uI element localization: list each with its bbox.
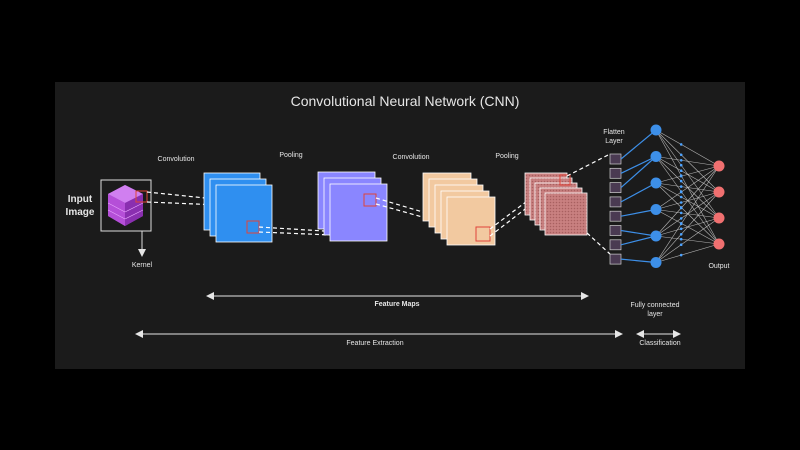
output-neuron <box>713 186 725 198</box>
fc-connection-point <box>679 217 683 220</box>
diagram-title: Convolutional Neural Network (CNN) <box>291 93 520 109</box>
output-neuron <box>713 238 725 250</box>
fc-label-line2: layer <box>647 311 663 318</box>
fc-connection <box>655 217 720 263</box>
fc-connections <box>620 129 720 264</box>
fc-label-line1: Fully connected <box>630 302 679 309</box>
feature-extraction-label: Feature Extraction <box>346 340 403 347</box>
flatten-connection <box>620 208 657 217</box>
diagram-panel <box>55 82 745 369</box>
fc-connection-point <box>679 211 683 215</box>
flatten-label-line1: Flatten <box>603 129 625 136</box>
flatten-cell <box>609 167 622 179</box>
fc-connection-point <box>679 143 683 146</box>
fc-connection <box>655 165 720 263</box>
convolution-1-label: Convolution <box>158 156 195 163</box>
flatten-connection <box>620 258 657 264</box>
flatten-cell <box>609 153 622 165</box>
fc-connection-point <box>679 201 683 204</box>
pool2-window <box>559 174 571 186</box>
feature-maps-label: Feature Maps <box>374 301 419 308</box>
fc-connection-point <box>679 174 683 178</box>
input-label-line1: Input <box>68 194 93 205</box>
projection-line <box>586 232 611 255</box>
input-image-frame <box>100 179 152 232</box>
input-image-cube <box>107 185 144 226</box>
projection-line <box>566 153 611 177</box>
kernel-label: Kernel <box>132 262 153 269</box>
conv2-feature-maps <box>422 172 496 246</box>
fc-connection-point <box>679 185 683 188</box>
pooling-1-label: Pooling <box>279 152 302 159</box>
convolution-2-label: Convolution <box>393 154 430 161</box>
hidden-neuron <box>650 151 662 162</box>
fc-connection <box>655 165 720 237</box>
flatten-connection <box>620 155 657 174</box>
output-label: Output <box>708 263 729 270</box>
fc-connection-point <box>679 169 683 172</box>
fc-connection-point <box>679 206 683 210</box>
flatten-cell <box>609 196 622 208</box>
flatten-connection <box>620 129 657 160</box>
projection-line <box>146 191 245 203</box>
fc-connection-point <box>679 222 683 226</box>
flatten-cell <box>609 210 622 222</box>
hidden-neuron <box>650 257 662 268</box>
fc-nodes <box>650 124 725 268</box>
fc-connection <box>655 191 720 263</box>
fc-connection-point <box>679 159 683 162</box>
fc-connection-point <box>679 153 683 157</box>
fc-connection-point <box>679 195 683 199</box>
hidden-neuron <box>650 204 662 215</box>
flatten-connection <box>620 235 657 246</box>
input-label-line2: Image <box>66 207 95 218</box>
fc-connection <box>655 165 720 210</box>
classification-label: Classification <box>639 340 680 347</box>
fc-connection <box>655 165 720 184</box>
flatten-label-line2: Layer <box>605 138 623 145</box>
fc-connection <box>655 243 720 263</box>
fc-connection-point <box>679 233 683 236</box>
flatten-layer <box>609 153 622 265</box>
fc-connection-point <box>679 163 683 167</box>
fc-connection-point <box>679 237 683 241</box>
flatten-connection <box>620 229 657 237</box>
flatten-cell <box>609 253 622 265</box>
flatten-cell <box>609 225 622 236</box>
projection-line <box>489 179 564 237</box>
flatten-cell <box>609 182 622 193</box>
fc-connection <box>655 129 720 167</box>
pooling-2-label: Pooling <box>495 153 518 160</box>
hidden-neuron <box>650 230 662 242</box>
fc-connection-point <box>679 179 683 183</box>
conv2-window <box>475 226 491 242</box>
fc-connection <box>655 156 720 167</box>
hidden-neuron <box>650 177 662 189</box>
fc-connection-point <box>679 227 683 231</box>
flatten-connection <box>620 182 657 203</box>
input-kernel-window <box>135 190 148 203</box>
flatten-cell <box>609 239 622 251</box>
pool2-feature-maps <box>524 172 588 236</box>
fc-connection-point <box>679 253 683 257</box>
pool1-window <box>363 193 377 207</box>
output-neuron <box>713 160 725 172</box>
fc-connection-point <box>679 243 683 246</box>
output-neuron <box>713 212 725 224</box>
hidden-neuron <box>650 124 662 136</box>
flatten-connection <box>620 156 657 189</box>
fc-connection-point <box>679 190 683 194</box>
pool1-feature-maps <box>317 171 388 242</box>
conv1-feature-maps <box>203 172 273 243</box>
